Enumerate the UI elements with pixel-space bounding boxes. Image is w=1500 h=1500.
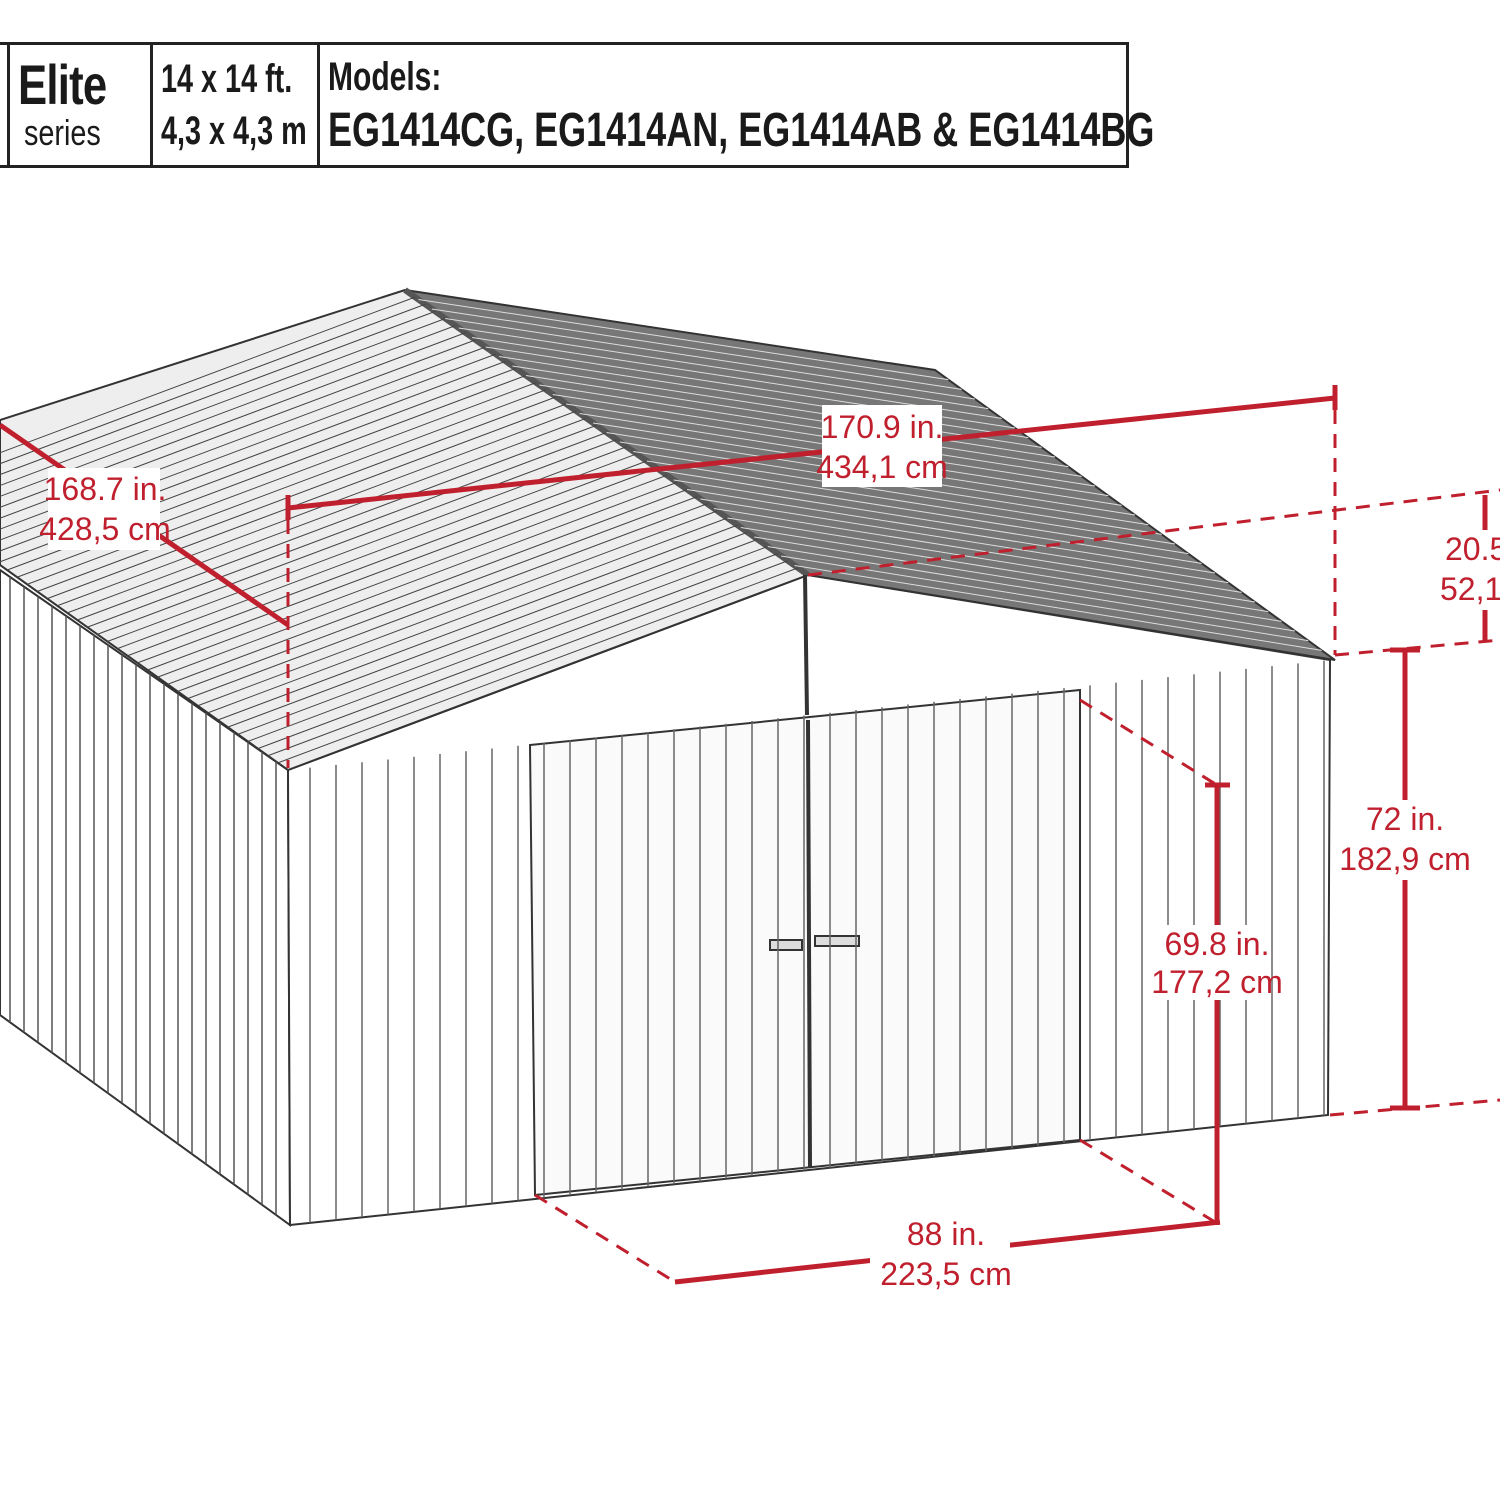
rib [0, 339, 476, 519]
door-width-imperial: 88 in. [907, 1216, 985, 1252]
gable-post [803, 574, 809, 716]
rib [166, 489, 688, 685]
rib [0, 303, 426, 465]
rib [197, 510, 718, 707]
rib [35, 396, 557, 593]
rib [418, 299, 949, 381]
models-label: Models: [328, 55, 442, 99]
rib [539, 384, 1069, 468]
double-door [528, 688, 1081, 1197]
depth-metric: 428,5 cm [39, 511, 171, 547]
rib [76, 424, 597, 621]
rib [0, 318, 446, 487]
door-width-metric: 223,5 cm [880, 1256, 1012, 1292]
rib [472, 337, 1002, 419]
rib [116, 453, 637, 650]
extension-lines [286, 410, 1500, 1284]
door-handle-right [814, 935, 860, 947]
door-height-metric: 177,2 cm [1151, 964, 1283, 1000]
door-height-imperial: 69.8 in. [1165, 926, 1270, 962]
rib [187, 503, 708, 700]
series-cell: Elite series [7, 45, 150, 165]
rib [176, 496, 698, 693]
rib [445, 318, 976, 400]
rib [247, 546, 768, 742]
rib [66, 417, 587, 614]
rib [46, 403, 567, 600]
roof-height-imperial: 20.5 in. [1445, 531, 1500, 567]
rib [217, 524, 738, 721]
rib [767, 546, 1296, 632]
rib [207, 517, 728, 714]
roof-height-metric: 52,1 cm [1440, 571, 1500, 607]
width-line [287, 395, 1336, 511]
rib [713, 508, 1242, 593]
spec-header-table: Elite series 14 x 14 ft. 4,3 x 4,3 m Mod… [0, 42, 1154, 168]
shed-drawing [0, 287, 1336, 1227]
wall-ribs [0, 296, 1325, 1223]
rib [25, 389, 547, 586]
rib [458, 327, 989, 410]
rib [727, 517, 1256, 603]
rib [237, 538, 758, 735]
door-split [806, 719, 812, 1169]
rib [56, 410, 577, 607]
dimension-labels: 168.7 in. 428,5 cm 170.9 in. 434,1 cm 20… [39, 405, 1500, 1295]
rib [781, 555, 1309, 642]
rib [0, 332, 466, 508]
rib [136, 467, 658, 664]
rib [525, 375, 1056, 458]
rib [754, 536, 1282, 622]
rib [552, 394, 1082, 477]
rib [794, 565, 1322, 651]
rib [700, 498, 1229, 584]
rib [0, 296, 416, 454]
rib [740, 527, 1269, 613]
rib [633, 451, 1162, 535]
depth-imperial: 168.7 in. [44, 471, 167, 507]
rib [227, 531, 748, 728]
rib [646, 460, 1176, 545]
rib [86, 432, 607, 628]
width-imperial: 170.9 in. [821, 409, 944, 445]
rib [0, 310, 436, 476]
size-cell: 14 x 14 ft. 4,3 x 4,3 m [150, 45, 317, 165]
rib [687, 489, 1216, 574]
rib [96, 439, 617, 636]
rib [512, 365, 1042, 448]
rib [156, 481, 678, 678]
rib [0, 325, 456, 497]
door-handle-left [769, 939, 803, 951]
dimension-lines [0, 385, 1500, 1285]
rib [431, 308, 962, 390]
rib [267, 560, 789, 757]
wall-height-metric: 182,9 cm [1339, 841, 1471, 877]
rib [146, 474, 668, 671]
rib [126, 460, 647, 657]
rib [277, 567, 799, 764]
rib [673, 479, 1202, 564]
width-metric: 434,1 cm [816, 449, 948, 485]
series-word: series [24, 112, 101, 153]
wall-height-imperial: 72 in. [1366, 801, 1444, 837]
rib [257, 553, 778, 750]
series-name: Elite [18, 53, 107, 116]
models-cell: Models: EG1414CG, EG1414AN, EG1414AB & E… [317, 45, 1154, 165]
